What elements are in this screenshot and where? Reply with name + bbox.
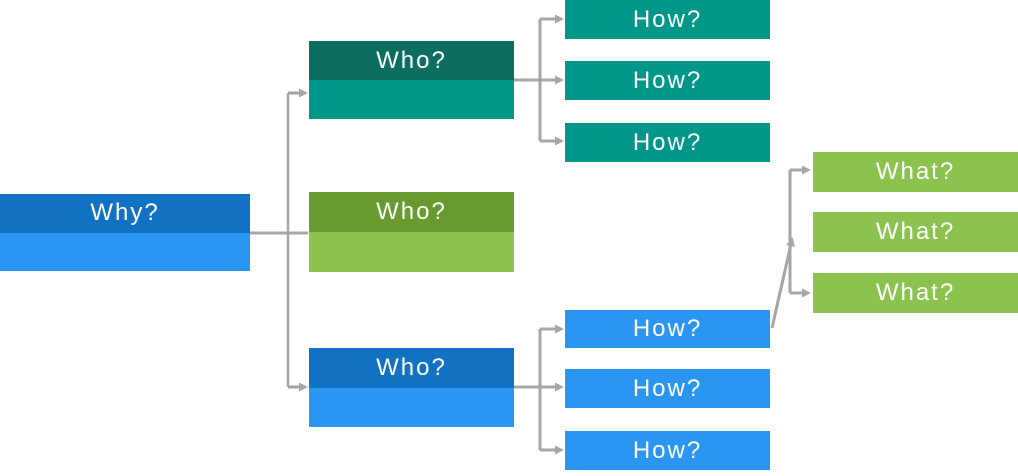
- what-node-3-label: What?: [875, 279, 956, 306]
- how-node-teal-2-label: How?: [632, 66, 703, 94]
- how-node-blue-2: How?: [565, 369, 770, 408]
- who-node-top-label: Who?: [376, 46, 447, 74]
- who-node-bottom-label-area: Who?: [309, 348, 514, 388]
- who-node-middle-color-band: [309, 232, 514, 272]
- who-node-middle: Who?: [309, 192, 514, 272]
- how-node-teal-2: How?: [565, 61, 770, 100]
- how-node-teal-3: How?: [565, 123, 770, 162]
- who-node-bottom-color-band: [309, 387, 514, 427]
- how-node-blue-3: How?: [565, 431, 770, 470]
- why-node: Why?: [0, 194, 250, 271]
- how-node-teal-3-label: How?: [632, 128, 703, 156]
- who-node-top: Who?: [309, 41, 514, 119]
- how-node-teal-1-label: How?: [632, 5, 703, 33]
- why-node-label: Why?: [90, 199, 160, 227]
- who-node-bottom-label: Who?: [376, 353, 447, 381]
- connector-how-to-what: [770, 165, 811, 329]
- what-node-2: What?: [813, 212, 1018, 252]
- how-node-teal-1: How?: [565, 0, 770, 39]
- what-node-2-label: What?: [875, 218, 956, 245]
- what-node-1-label: What?: [875, 158, 956, 185]
- connector-who-top-to-how: [514, 14, 564, 146]
- who-node-middle-label-area: Who?: [309, 192, 514, 232]
- connector-why-to-who: [250, 88, 308, 392]
- who-node-bottom: Who?: [309, 348, 514, 427]
- what-node-3: What?: [813, 273, 1018, 313]
- how-node-blue-3-label: How?: [632, 436, 703, 464]
- connector-who-bottom-to-how: [513, 324, 564, 455]
- why-node-label-area: Why?: [0, 194, 250, 233]
- how-node-blue-2-label: How?: [632, 374, 703, 402]
- why-node-color-band: [0, 232, 250, 271]
- who-node-middle-label: Who?: [376, 198, 447, 225]
- who-node-top-color-band: [309, 80, 514, 119]
- who-node-top-label-area: Who?: [309, 41, 514, 80]
- how-node-blue-1: How?: [565, 310, 770, 348]
- what-node-1: What?: [813, 152, 1018, 192]
- how-node-blue-1-label: How?: [632, 315, 703, 342]
